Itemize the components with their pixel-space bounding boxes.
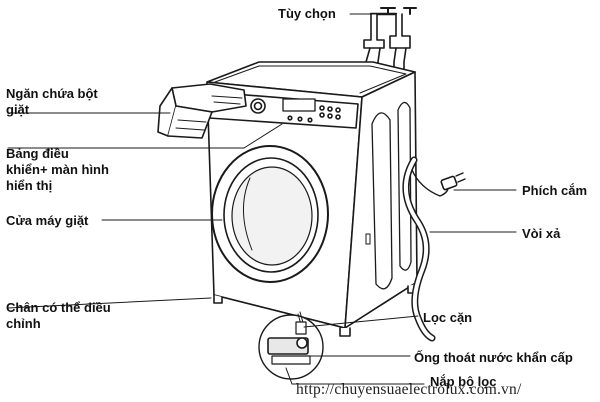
label-optional: Tùy chọn xyxy=(278,6,336,21)
label-emergency-drain: Ống thoát nước khẩn cấp xyxy=(414,350,573,365)
label-door: Cửa máy giặt xyxy=(6,213,89,228)
water-tap-icon xyxy=(363,7,417,71)
filter-detail xyxy=(258,311,324,380)
label-adjustable-feet: Chân có thể điều chỉnh xyxy=(6,300,111,331)
machine-door xyxy=(211,145,329,283)
label-filter: Lọc cặn xyxy=(423,310,473,325)
power-plug-icon xyxy=(440,172,466,191)
label-drain-hose: Vòi xả xyxy=(522,226,561,241)
label-plug: Phích cắm xyxy=(522,183,588,198)
label-filter-cover: Nắp bộ lọc xyxy=(430,374,497,389)
label-control-panel: Bảng điều khiển+ màn hình hiển thị xyxy=(6,146,109,193)
detergent-drawer xyxy=(157,83,247,139)
watermark-url: http://chuyensuaelectrolux.com.vn/ xyxy=(296,381,522,398)
label-detergent-drawer: Ngăn chứa bột giặt xyxy=(6,86,98,117)
leader-lines xyxy=(7,13,517,385)
adjustable-foot xyxy=(213,294,223,304)
